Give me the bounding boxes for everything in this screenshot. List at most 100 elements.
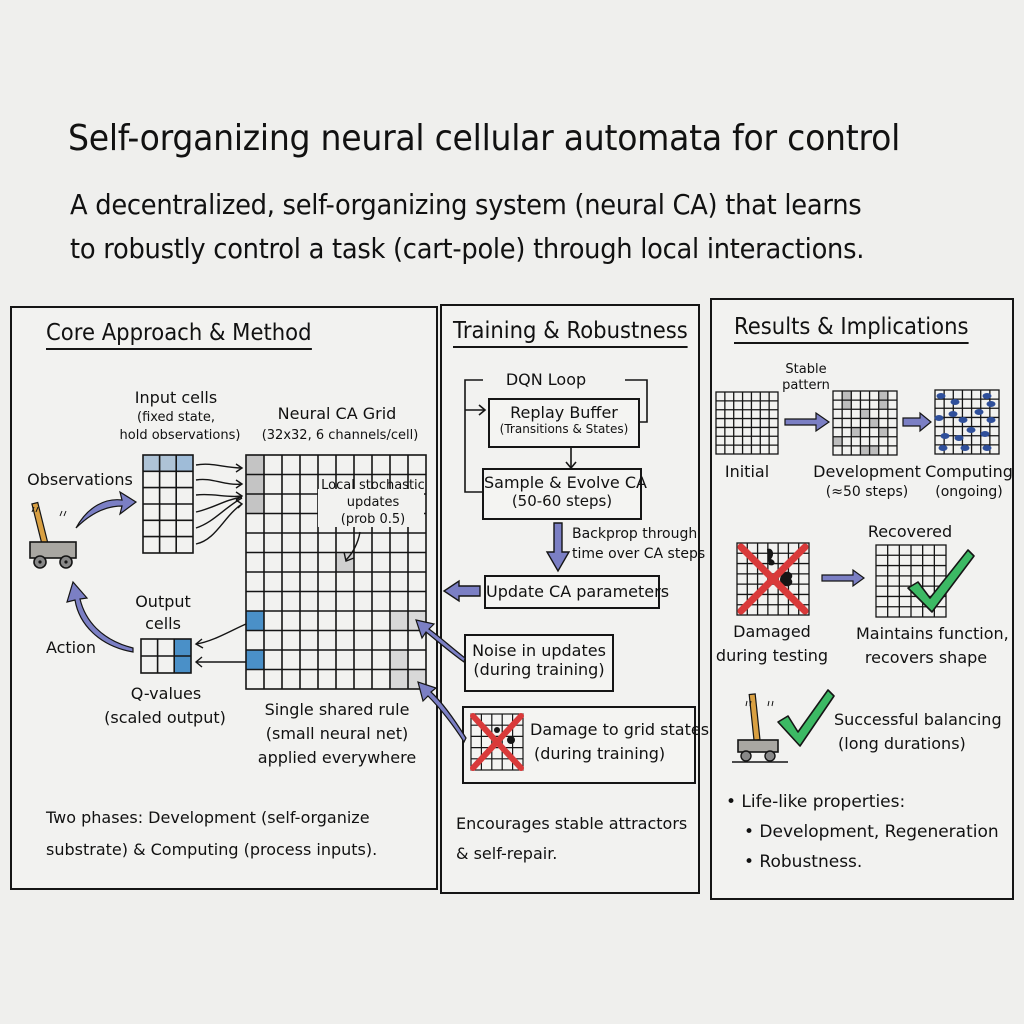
development-pattern-cell xyxy=(833,436,843,446)
cross-icon xyxy=(470,713,524,771)
panel-core-title: Core Approach & Method xyxy=(46,320,312,350)
update-ca-parameters-box: Update CA parameters xyxy=(484,575,670,609)
output-cell-active xyxy=(174,639,191,656)
update-ca-parameters-label: Update CA parameters xyxy=(486,582,670,601)
development-pattern-cell xyxy=(860,445,870,455)
diagram-title: Self-organizing neural cellular automata… xyxy=(68,118,901,159)
damage-arrow xyxy=(417,681,467,744)
noise-label-1: Noise in updates xyxy=(472,641,606,660)
development-pattern-cell xyxy=(878,400,888,410)
panel-results-title: Results & Implications xyxy=(734,314,969,344)
recovered-check-icon xyxy=(907,549,975,613)
development-pattern-cell xyxy=(878,427,888,437)
ca-damaged-cell xyxy=(390,669,408,689)
damaged-grid-icon xyxy=(470,713,524,771)
ca-input-cell xyxy=(246,455,264,475)
development-pattern-cell xyxy=(878,391,888,401)
noise-label-2: (during training) xyxy=(473,660,605,680)
development-label-2: (≈50 steps) xyxy=(825,484,909,500)
output-cell-active xyxy=(174,656,191,673)
robustness-bullet: • Robustness. xyxy=(744,852,863,872)
stochastic-label-3: (prob 0.5) xyxy=(340,512,406,527)
sample-evolve-box: Sample & Evolve CA (50-60 steps) xyxy=(482,468,647,520)
recovery-arrow-icon xyxy=(821,568,866,588)
development-grid xyxy=(832,390,898,456)
rule-label-1: Single shared rule xyxy=(264,700,410,719)
damaged-label-1: Damaged xyxy=(733,622,811,641)
replay-buffer-box: Replay Buffer (Transitions & States) xyxy=(488,398,640,448)
computing-label-1: Computing xyxy=(925,462,1013,481)
computing-activity-blob xyxy=(954,435,964,441)
damage-label-1: Damage to grid states xyxy=(530,720,710,739)
ca-damaged-cell xyxy=(390,650,408,670)
arrow-path xyxy=(195,496,243,513)
grid-to-output-arrows xyxy=(194,623,247,668)
grid-title: Neural CA Grid xyxy=(277,404,397,423)
balancing-cart-pole-icon xyxy=(732,693,788,763)
computing-activity-blob xyxy=(938,445,948,451)
encourages-line-2: & self-repair. xyxy=(456,844,558,863)
arrow-path xyxy=(195,497,243,529)
action-arrow xyxy=(66,580,134,653)
stochastic-pointer-arrow xyxy=(343,531,361,562)
initial-label: Initial xyxy=(724,462,770,481)
computing-activity-blob xyxy=(982,393,992,399)
computing-activity-blob xyxy=(982,445,992,451)
subtitle-line-1: A decentralized, self-organizing system … xyxy=(70,188,862,221)
subtitle-line-2: to robustly control a task (cart-pole) t… xyxy=(70,232,865,265)
stable-arrow-icon xyxy=(784,411,831,433)
maintains-label-1: Maintains function, xyxy=(856,624,1009,643)
stochastic-label-bg xyxy=(318,489,424,527)
replay-buffer-note: (Transitions & States) xyxy=(499,422,629,437)
output-cells-label-2: cells xyxy=(145,614,181,633)
encourages-line-1: Encourages stable attractors xyxy=(456,814,688,833)
action-label: Action xyxy=(45,638,97,657)
update-arrow-icon xyxy=(442,579,481,603)
panel-training-title: Training & Robustness xyxy=(453,318,688,348)
stochastic-label-1: Local stochastic xyxy=(321,478,425,493)
development-pattern-cell xyxy=(860,409,870,419)
initial-grid xyxy=(715,391,779,455)
computing-activity-blob xyxy=(966,427,976,433)
output-cells-label-1: Output xyxy=(135,592,191,611)
computing-activity-blob xyxy=(950,399,960,405)
computing-activity-blob xyxy=(936,393,946,399)
qvalues-label-2: (scaled output) xyxy=(104,708,226,727)
recovered-label: Recovered xyxy=(867,522,953,541)
input-cells-note-1: (fixed state, xyxy=(137,410,215,425)
computing-grid xyxy=(934,389,1000,455)
dqn-loop-label: DQN Loop xyxy=(486,370,606,390)
phases-line-2: substrate) & Computing (process inputs). xyxy=(46,840,378,859)
observation-arrow xyxy=(75,490,138,529)
input-cell-filled xyxy=(176,455,193,472)
ca-updated-cell xyxy=(336,552,354,572)
computing-activity-blob xyxy=(986,401,996,407)
stable-pattern-label-2: pattern xyxy=(782,378,830,393)
replay-buffer-title: Replay Buffer xyxy=(510,403,618,422)
neural-ca-grid xyxy=(245,454,427,690)
damage-cross-icon xyxy=(737,543,809,615)
input-to-grid-arrows xyxy=(195,463,244,545)
stable-pattern-label-1: Stable xyxy=(785,362,827,377)
development-pattern-cell xyxy=(869,418,879,428)
sample-evolve-title: Sample & Evolve CA xyxy=(484,473,647,492)
observations-label: Observations xyxy=(27,470,133,489)
computing-activity-blob xyxy=(958,417,968,423)
grid-note: (32x32, 6 channels/cell) xyxy=(261,428,419,443)
rule-label-2: (small neural net) xyxy=(265,724,409,743)
life-like-bullet: • Life-like properties: xyxy=(726,792,906,812)
development-arrow-icon xyxy=(902,411,932,433)
input-cell-filled xyxy=(143,455,160,472)
input-cell-filled xyxy=(159,455,177,472)
input-cells-title: Input cells xyxy=(134,388,218,407)
backprop-arrow-icon xyxy=(545,522,571,573)
computing-label-2: (ongoing) xyxy=(935,484,1003,500)
development-regeneration-bullet: • Development, Regeneration xyxy=(744,822,999,842)
computing-activity-blob xyxy=(974,409,984,415)
computing-activity-blob xyxy=(960,445,970,451)
output-cells-grid xyxy=(140,638,192,674)
damaged-label-2: during testing xyxy=(715,646,829,665)
backprop-label-2: time over CA steps xyxy=(572,546,706,562)
damaged-test-grid xyxy=(736,542,810,616)
balancing-label-2: (long durations) xyxy=(838,734,966,753)
